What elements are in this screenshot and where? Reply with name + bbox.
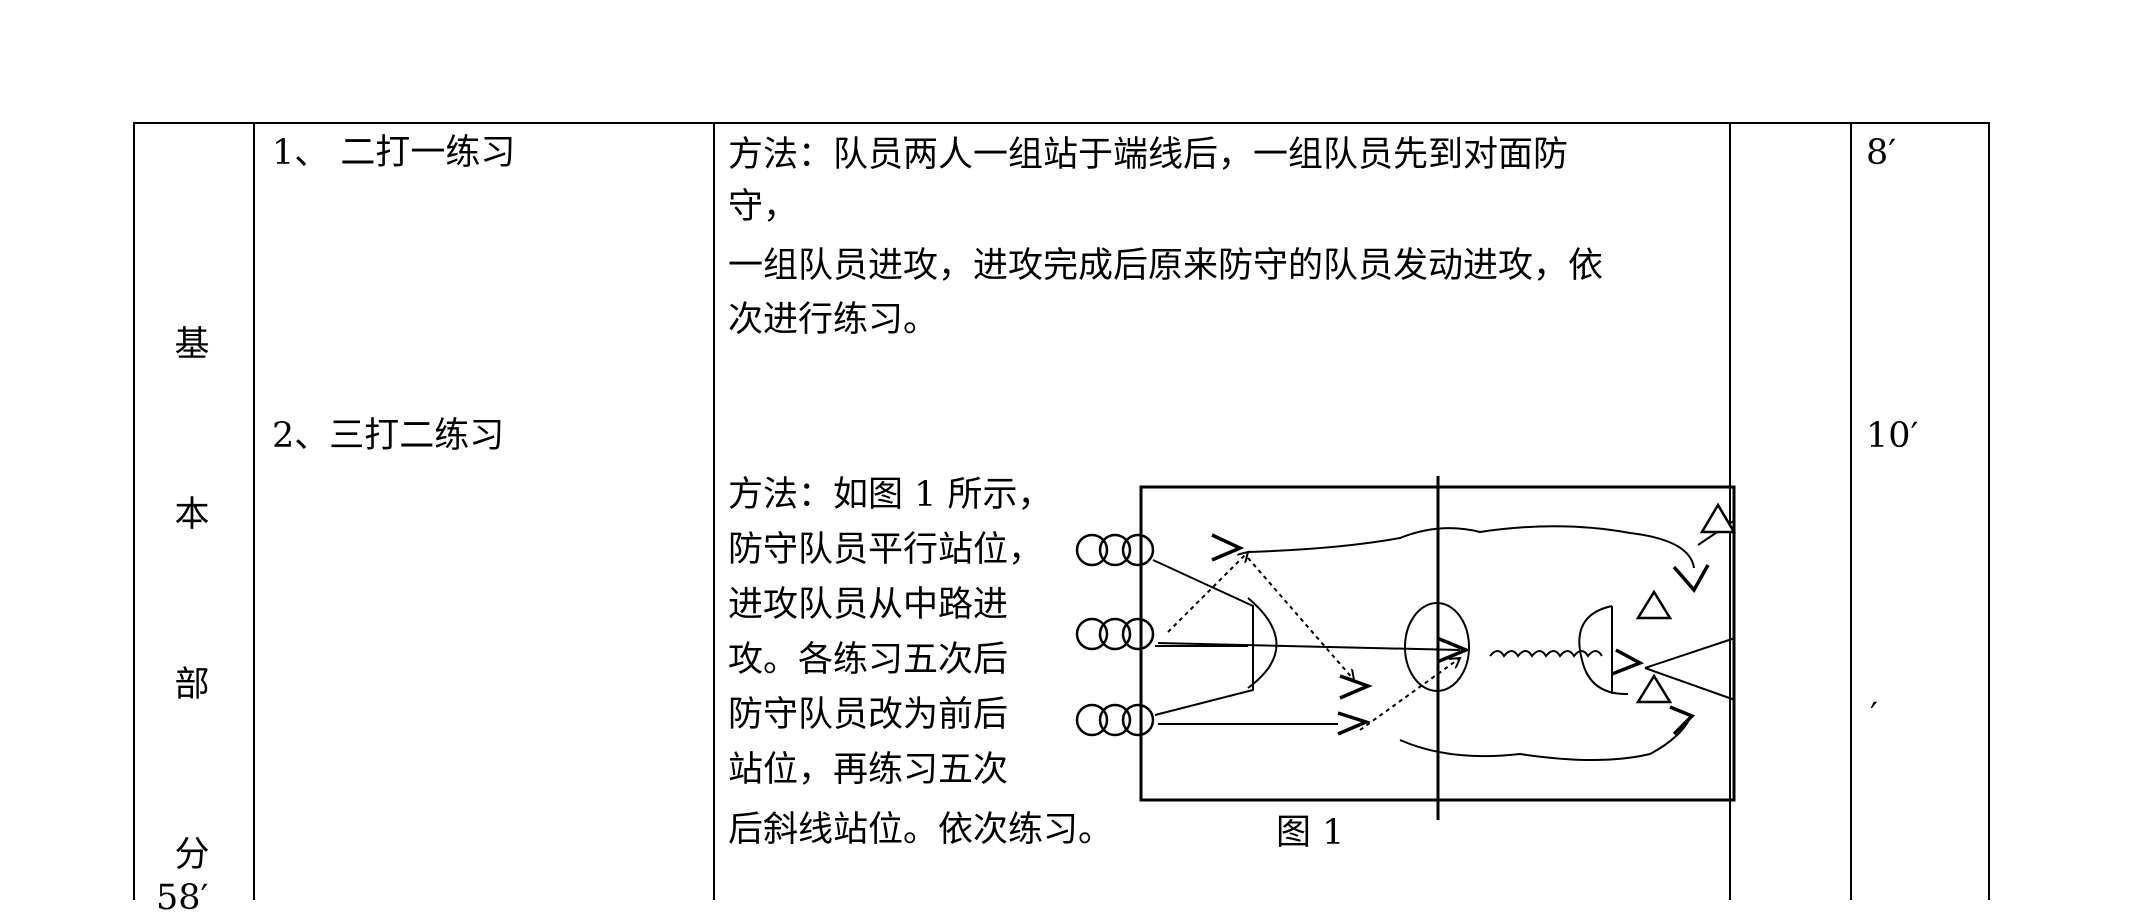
defender-triangle [1635, 589, 1673, 620]
method-2-line: 方法：如图 1 所示， [728, 475, 1053, 515]
method-1-line: 一组队员进攻，进攻完成后原来防守的队员发动进攻，依 [728, 246, 1604, 286]
section-label-char: 分 [174, 835, 210, 875]
item-1-title: 1、 二打一练习 [272, 133, 516, 173]
time-1: 8′ [1866, 133, 1897, 173]
time-mark: ′ [1870, 696, 1878, 736]
chevron-arrow [1337, 711, 1371, 736]
method-1-line: 方法：队员两人一组站于端线后，一组队员先到对面防 [728, 135, 1569, 175]
time-2: 10′ [1866, 416, 1919, 456]
section-label-char: 部 [174, 665, 210, 705]
section-label-char: 本 [174, 495, 210, 535]
method-2-line: 防守队员改为前后 [728, 695, 1009, 735]
column-divider-2 [713, 122, 715, 900]
item-2-title: 2、三打二练习 [272, 416, 505, 456]
attacker-group-bottom [1075, 703, 1155, 737]
table-border-right [1988, 122, 1990, 900]
method-2-line: 进攻队员从中路进 [728, 585, 1009, 625]
chevron-arrow [1211, 533, 1245, 562]
method-2-line: 后斜线站位。依次练习。 [728, 810, 1114, 850]
column-divider-4 [1850, 122, 1852, 900]
method-2-line: 站位，再练习五次 [728, 750, 1009, 790]
column-divider-3 [1729, 122, 1731, 900]
column-divider-1 [253, 122, 255, 900]
method-2-line: 攻。各练习五次后 [728, 640, 1009, 680]
attacker-group-middle [1075, 617, 1155, 651]
drill-diagram [1075, 476, 1737, 820]
chevron-arrow [1672, 564, 1710, 594]
figure-caption: 图 1 [1276, 813, 1345, 853]
defender-triangle [1635, 673, 1673, 704]
chevron-arrow [1611, 648, 1645, 676]
method-1-line: 次进行练习。 [728, 300, 939, 340]
defender-triangle [1699, 502, 1737, 534]
attacker-group-top [1075, 533, 1155, 567]
section-label-char: 基 [174, 325, 210, 365]
chevron-arrow [1436, 636, 1471, 664]
table-border-top [133, 122, 1990, 124]
method-2-line: 防守队员平行站位， [728, 530, 1044, 570]
table-border-left [133, 122, 135, 900]
chevron-arrow [1669, 705, 1696, 736]
method-1-line: 守， [728, 187, 799, 227]
